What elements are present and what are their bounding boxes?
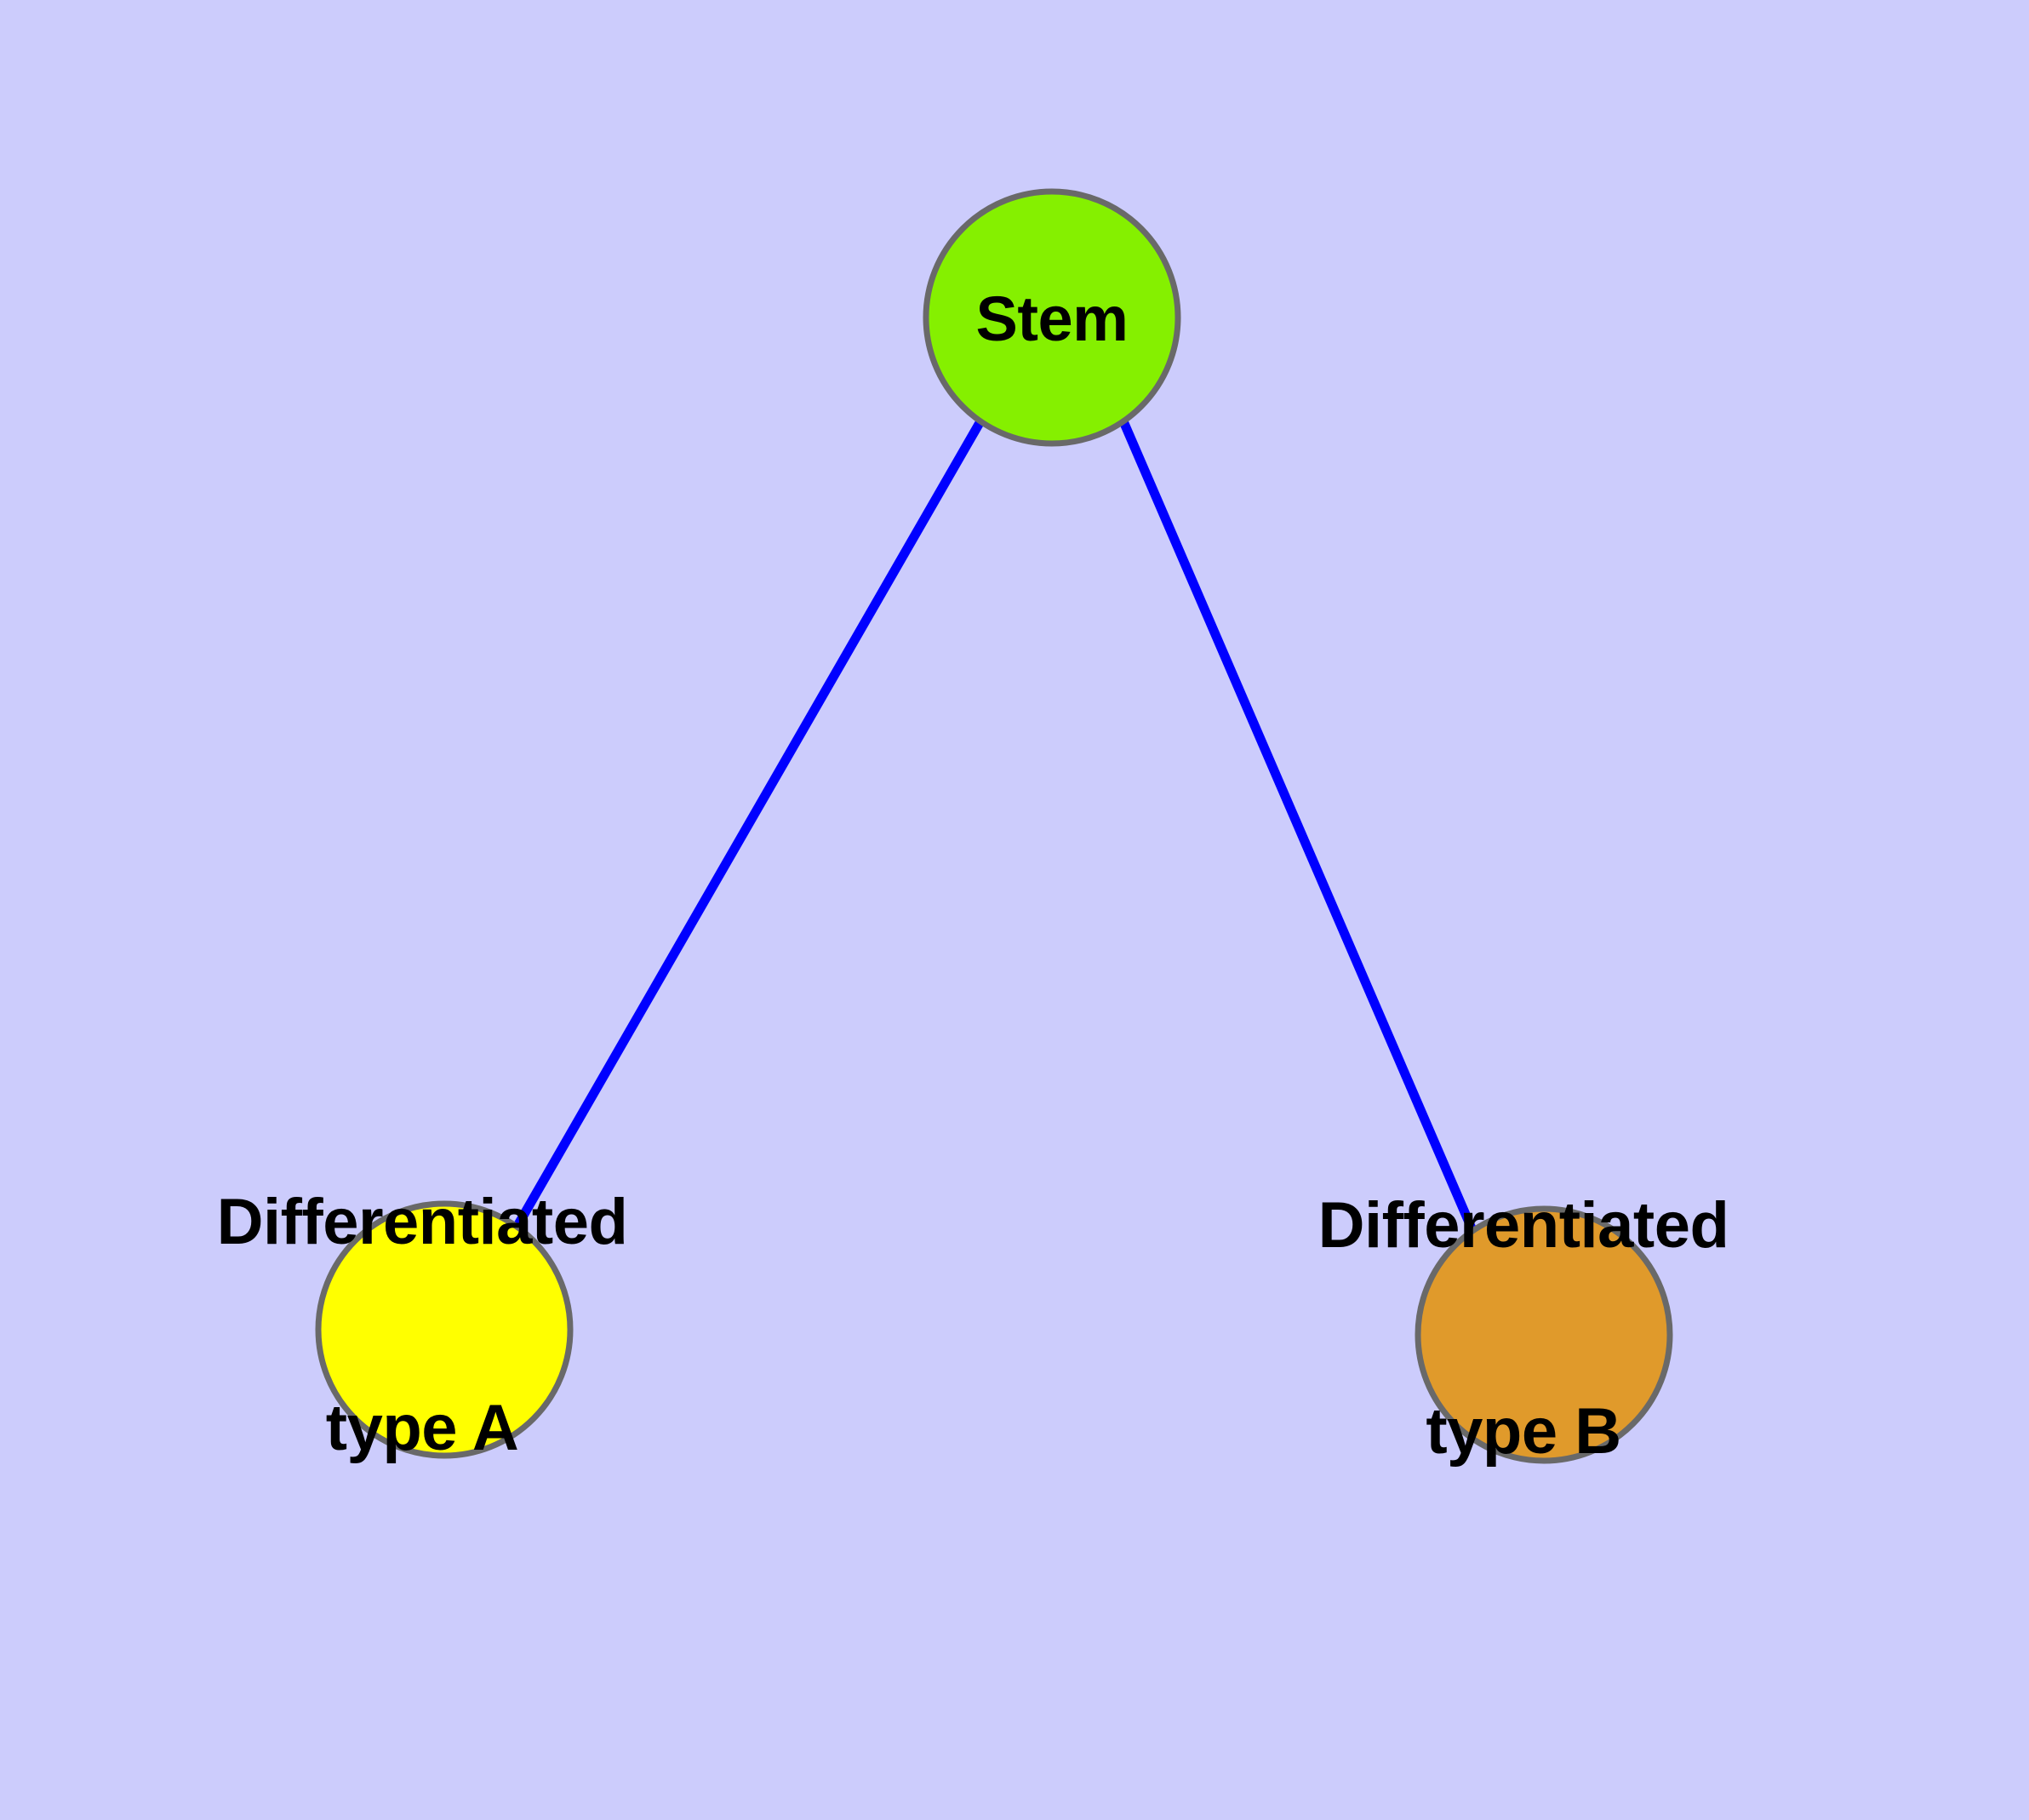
- node-differentiated-type-b[interactable]: [1415, 1205, 1673, 1464]
- edge-stem-to-diff-a[interactable]: [513, 419, 985, 1228]
- edge-stem-to-diff-b[interactable]: [1118, 419, 1477, 1233]
- node-differentiated-type-a[interactable]: [315, 1200, 574, 1459]
- edge-layer: [513, 419, 1477, 1233]
- node-layer: [315, 188, 1673, 1464]
- node-stem[interactable]: [923, 188, 1181, 447]
